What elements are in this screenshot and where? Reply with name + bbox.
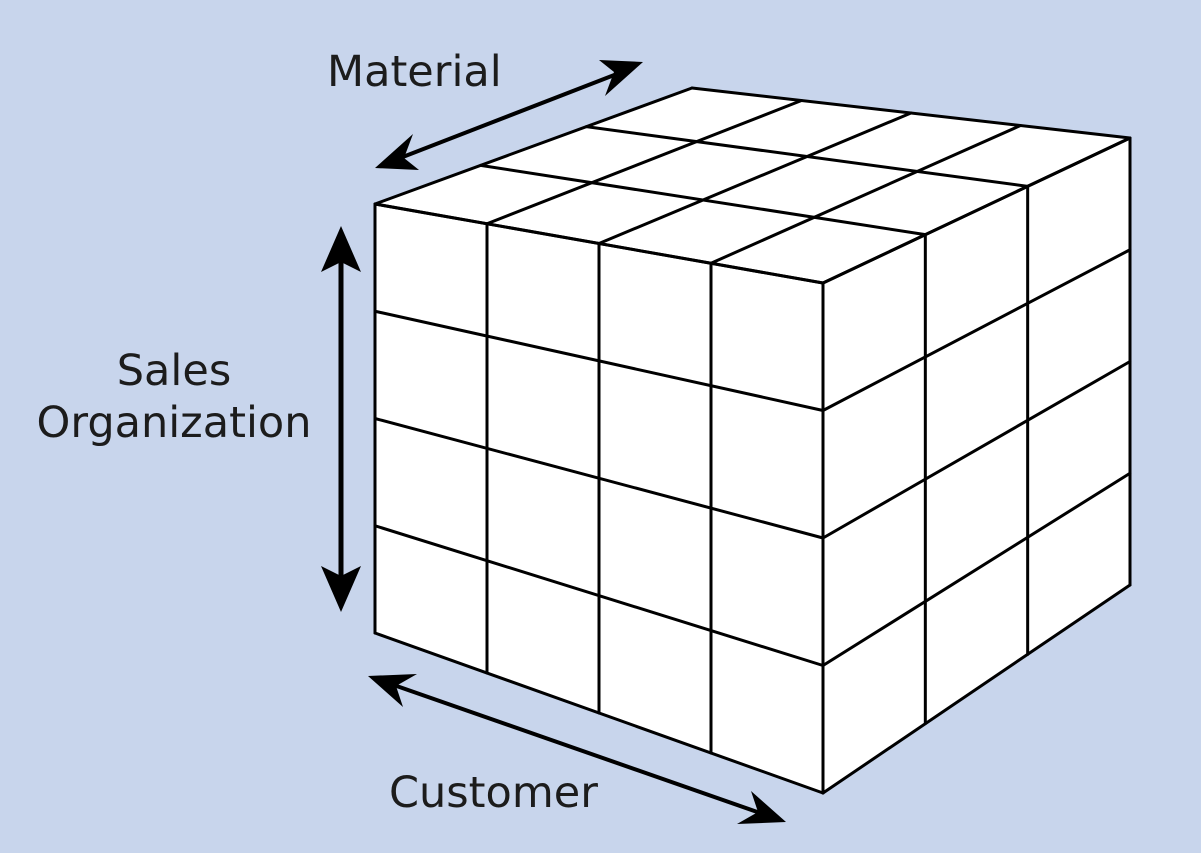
top-column-line bbox=[373, 86, 694, 206]
right-row-line bbox=[821, 248, 1132, 412]
cube-grid-lines bbox=[373, 86, 1132, 795]
right-row-line bbox=[821, 471, 1132, 667]
cube-right-face bbox=[823, 138, 1130, 793]
sales-organization-label-line2: Organization bbox=[36, 398, 312, 448]
material-label: Material bbox=[327, 47, 502, 97]
sales-organization-label: Sales Organization bbox=[16, 345, 332, 449]
customer-label: Customer bbox=[389, 768, 598, 818]
sales-organization-label-line1: Sales bbox=[116, 346, 232, 396]
material-arrow bbox=[375, 60, 643, 170]
right-row-line bbox=[821, 583, 1132, 795]
sales-organization-arrow bbox=[321, 226, 361, 612]
top-column-line bbox=[709, 124, 1022, 265]
right-row-line bbox=[821, 360, 1132, 540]
right-row-line bbox=[821, 136, 1132, 285]
top-column-line bbox=[485, 99, 803, 226]
cube-top-face bbox=[375, 88, 1130, 283]
top-column-line bbox=[597, 111, 913, 245]
customer-arrow bbox=[368, 674, 786, 824]
